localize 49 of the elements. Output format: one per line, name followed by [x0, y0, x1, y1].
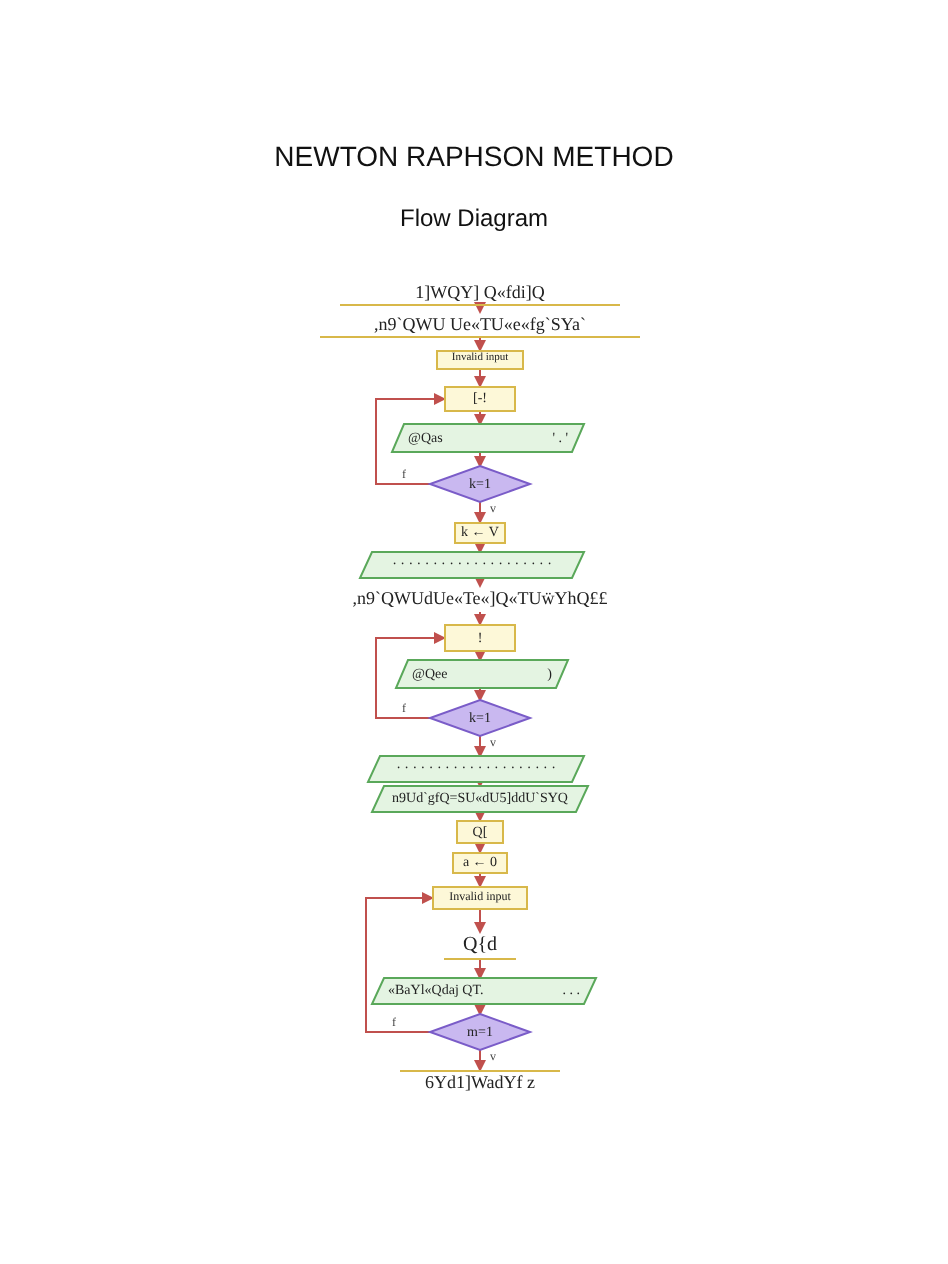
arrow [474, 337, 486, 352]
node-text: Q{d [462, 935, 498, 955]
arrow [474, 501, 486, 524]
arrow [474, 909, 486, 934]
process-box [454, 522, 506, 544]
process-box [436, 350, 524, 370]
arrow [474, 959, 486, 980]
arrow [474, 1003, 486, 1016]
arrow [474, 873, 486, 888]
arrow [474, 451, 486, 468]
decision-diamond [430, 700, 530, 736]
terminal-text [400, 1070, 560, 1094]
caption: Flow Diagram [397, 204, 550, 232]
decision-diamond [430, 1014, 530, 1050]
input-parallelogram [372, 786, 588, 812]
terminal-text [444, 932, 516, 960]
arrow [365, 892, 434, 1033]
arrow [474, 302, 486, 314]
input-parallelogram [360, 552, 584, 578]
arrow [375, 632, 446, 719]
arrow [474, 687, 486, 702]
input-parallelogram [368, 756, 584, 782]
input-parallelogram [392, 424, 584, 452]
arrow [474, 369, 486, 388]
arrow [474, 842, 486, 854]
process-box [444, 624, 516, 652]
arrow [474, 810, 486, 822]
terminal-text [340, 280, 620, 306]
arrow [474, 611, 486, 626]
process-box [452, 852, 508, 874]
arrow [474, 650, 486, 662]
arrow [474, 576, 486, 588]
node-text: ,n9`QWU Ue«TU«e«fg`SYa` [373, 315, 587, 333]
arrow [474, 411, 486, 426]
input-parallelogram [372, 978, 596, 1004]
node-text: ,n9`QWUdUe«Te«]Q«TUẅYhQ££ [352, 590, 608, 608]
process-box [432, 886, 528, 910]
arrow [474, 735, 486, 758]
node-text: 1]WQY] Q«fdi]Q [415, 283, 545, 301]
node-text: 6Yd1]WadYf z [424, 1074, 535, 1092]
process-box [444, 386, 516, 412]
title: NEWTON RAPHSON METHOD [272, 140, 676, 172]
arrow [375, 393, 446, 485]
terminal-text [320, 312, 640, 338]
decision-diamond [430, 466, 530, 502]
arrow [474, 542, 486, 554]
process-box [456, 820, 504, 844]
input-parallelogram [396, 660, 568, 688]
arrow [474, 1049, 486, 1072]
